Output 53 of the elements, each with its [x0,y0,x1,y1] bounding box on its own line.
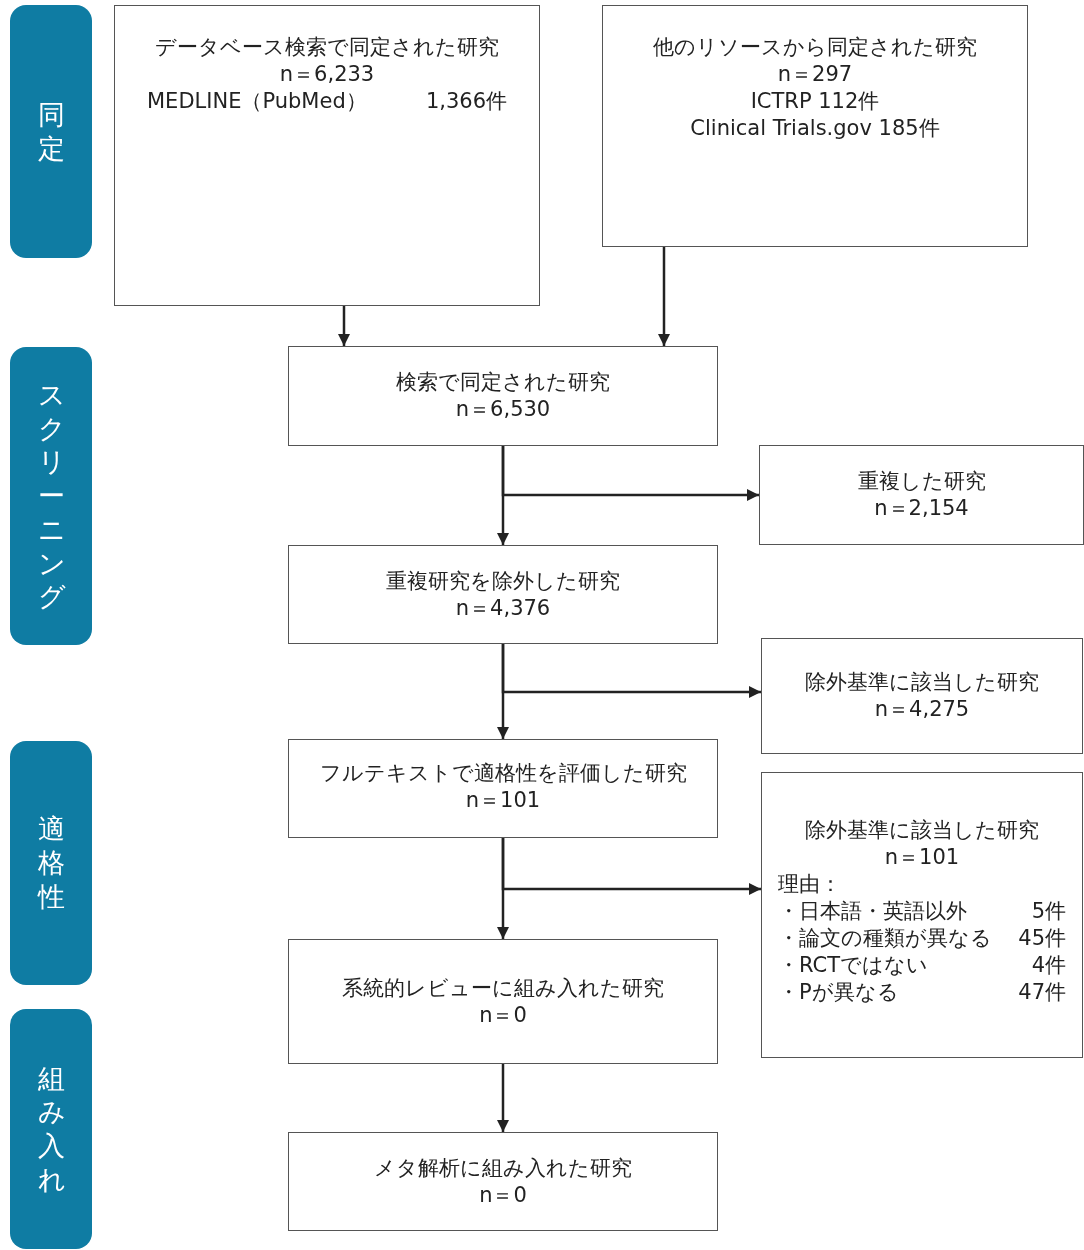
box-text: 理由： [777,871,842,898]
box-text: n＝0 [478,1001,528,1029]
arrow [501,644,761,699]
list-item: ・論文の種類が異なる [778,925,992,952]
list-item: ・日本語・英語以外 [778,898,968,925]
box-text: n＝2,154 [873,495,970,522]
process-box [288,1132,718,1231]
box-text: Clinical Trials.gov 185件 [689,115,941,142]
box-text: 重複研究を除外した研究 [385,567,621,595]
box-text: n＝0 [478,1181,528,1209]
box-text: n＝6,530 [454,396,552,423]
stage-label: スクリーニング [37,377,65,615]
count-value: 45件 [1018,925,1066,952]
box-text: フルテキストで適格性を評価した研究 [318,760,688,787]
box-text: 除外基準に該当した研究 [804,669,1040,696]
arrow [501,838,761,896]
arrow [501,446,759,502]
arrow [657,247,671,346]
process-box [114,5,540,306]
list-item: MEDLINE（PubMed） [147,88,367,115]
count-value: 4件 [1030,952,1066,979]
process-box [761,638,1083,754]
box-text: メタ解析に組み入れた研究 [373,1154,633,1182]
list-item: ・RCTではない [778,952,930,979]
process-box [288,346,718,446]
box-text: 他のリソースから同定された研究 [652,34,978,61]
process-box [761,772,1083,1058]
count-value: 5件 [1030,898,1066,925]
box-text: データベース検索で同定された研究 [154,34,500,61]
box-text: n＝6,233 [278,61,376,88]
process-box [288,739,718,838]
box-text: ICTRP 112件 [749,88,881,115]
process-box [288,939,718,1064]
stage-label: 組み入れ [37,1061,65,1197]
process-box [288,545,718,644]
box-text: 重複した研究 [856,468,987,495]
process-box [602,5,1028,247]
box-text: n＝4,376 [454,594,552,622]
count-value: 47件 [1018,979,1066,1006]
stage-label: 同定 [37,97,65,166]
box-text: 除外基準に該当した研究 [804,817,1040,844]
box-text: n＝4,275 [873,696,971,723]
stage-label: 適格性 [37,812,65,914]
count-value: 1,366件 [425,88,507,115]
arrow [496,1064,510,1132]
arrow [337,306,351,346]
box-text: 系統的レビューに組み入れた研究 [341,974,665,1002]
box-text: 検索で同定された研究 [395,369,611,396]
box-text: n＝101 [883,844,961,871]
box-text: n＝101 [464,787,542,814]
list-item: ・Pが異なる [778,979,900,1006]
box-text: n＝297 [776,61,854,88]
process-box [759,445,1084,545]
